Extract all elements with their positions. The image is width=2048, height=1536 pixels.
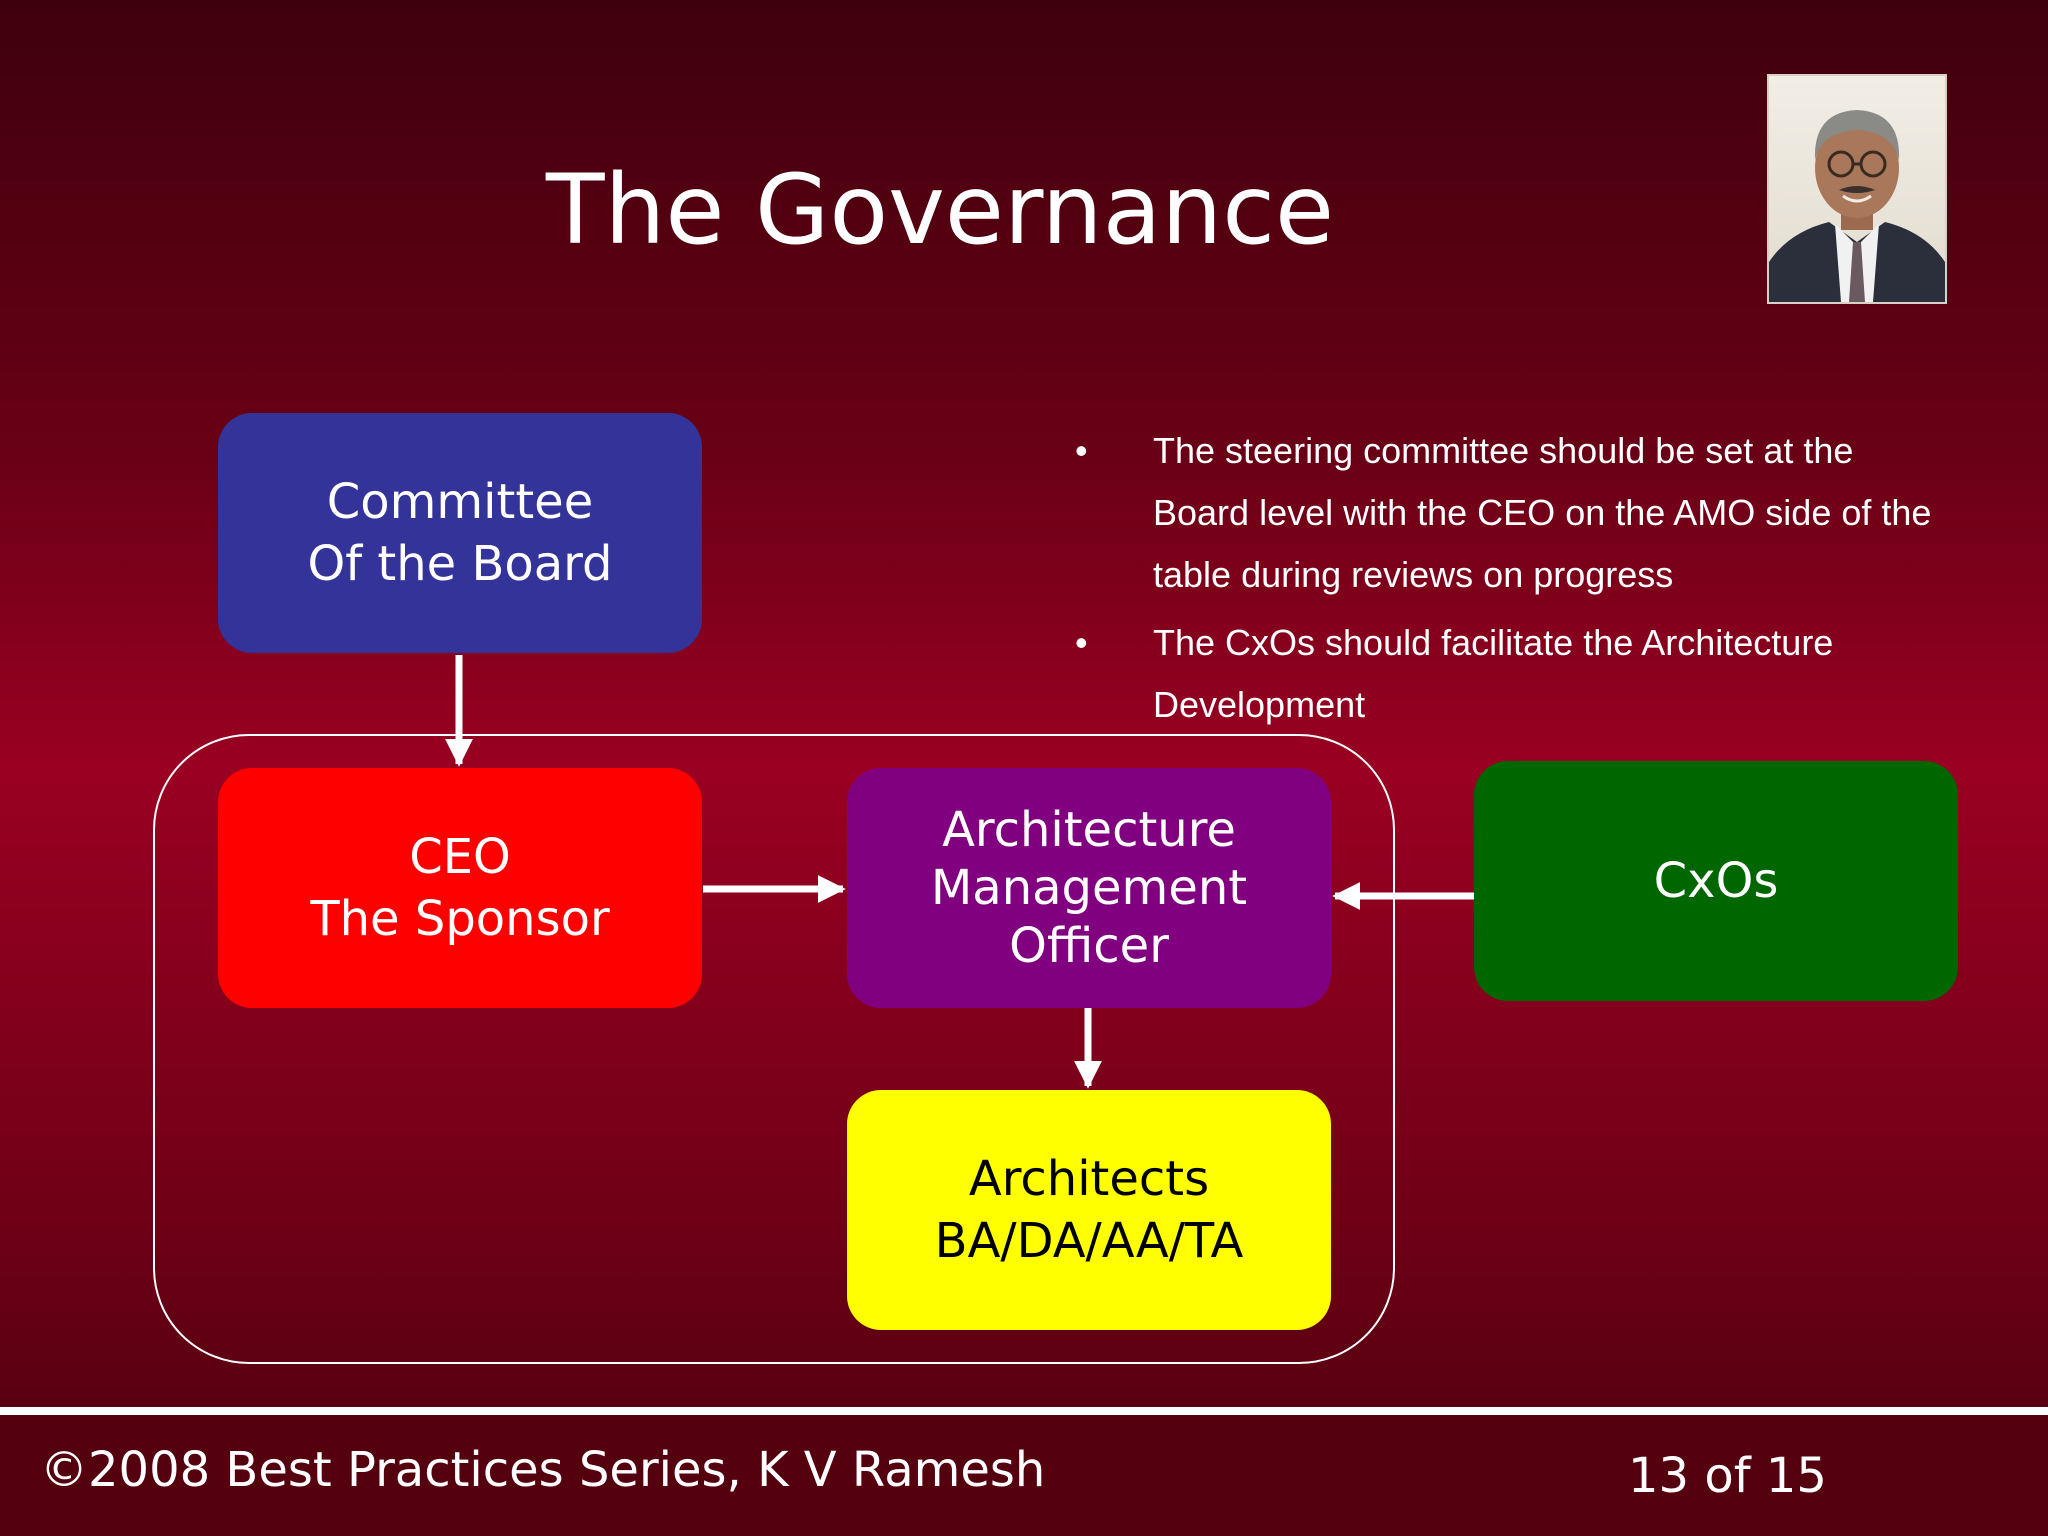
bullet-dot-icon: • (1075, 430, 1088, 471)
committee-line-1: Committee (326, 474, 594, 530)
ceo-node: CEO The Sponsor (218, 768, 702, 1008)
slide-title: The Governance (545, 154, 1335, 266)
ceo-line-1: CEO (409, 829, 511, 885)
architects-node: Architects BA/DA/AA/TA (847, 1090, 1331, 1330)
committee-node: Committee Of the Board (218, 413, 702, 653)
cxos-line-1: CxOs (1653, 853, 1779, 909)
slide-page-number: 13 of 15 (1628, 1448, 1827, 1504)
footer-band (0, 1415, 2048, 1536)
cxos-node: CxOs (1474, 761, 1958, 1001)
architects-line-2: BA/DA/AA/TA (934, 1213, 1244, 1269)
committee-line-2: Of the Board (307, 536, 613, 592)
bullet-text-2: The CxOs should facilitate the Architect… (1153, 622, 1834, 725)
presenter-photo (1767, 74, 1947, 304)
ceo-line-2: The Sponsor (310, 891, 610, 947)
amo-line-3: Officer (1009, 918, 1169, 974)
governance-group-outline (153, 734, 1395, 1364)
bullet-dot-icon: • (1075, 622, 1088, 663)
architects-line-1: Architects (968, 1151, 1210, 1207)
bullet-item-1: • The steering committee should be set a… (1075, 420, 1955, 606)
amo-line-2: Management (930, 860, 1248, 916)
amo-line-1: Architecture (942, 802, 1236, 858)
portrait-icon (1769, 110, 1945, 302)
bullet-item-2: • The CxOs should facilitate the Archite… (1075, 612, 1955, 736)
bullet-text-1: The steering committee should be set at … (1153, 430, 1932, 595)
bullet-list: • The steering committee should be set a… (1075, 420, 1955, 736)
footer-copyright: ©2008 Best Practices Series, K V Ramesh (40, 1442, 1046, 1498)
footer-divider (0, 1407, 2048, 1415)
amo-node: Architecture Management Officer (847, 768, 1331, 1008)
